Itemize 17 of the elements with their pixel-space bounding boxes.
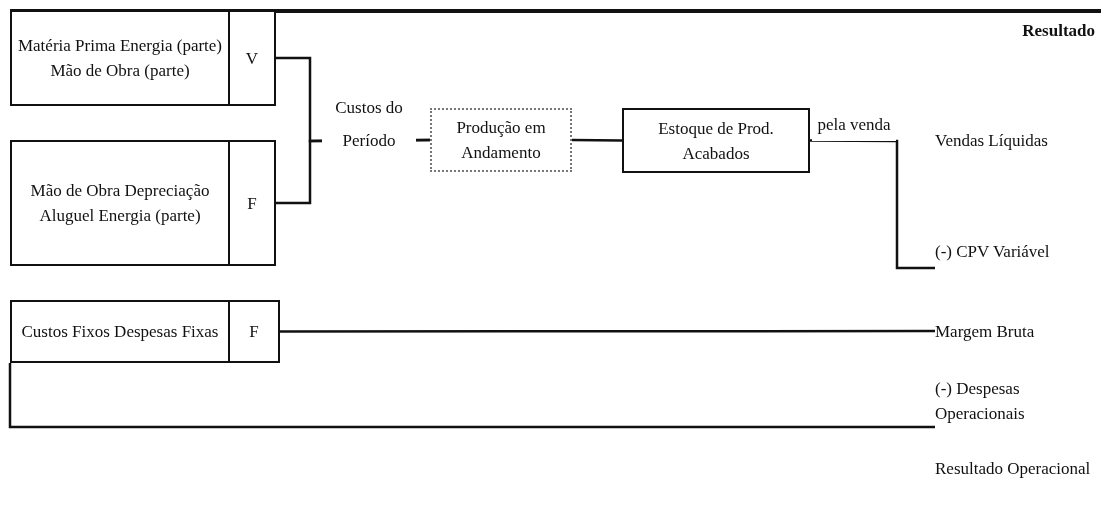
result-line-text: Margem Bruta	[935, 318, 1097, 344]
process-box: Produção em Andamento	[430, 108, 572, 172]
cost-type-cell: V	[228, 10, 276, 106]
column-heading: Resultado	[1021, 20, 1095, 42]
process-box: Estoque de Prod. Acabados	[622, 108, 810, 173]
cost-item-box: Custos Fixos Despesas Fixas	[10, 300, 230, 363]
connector-line	[572, 138, 622, 142]
connector-line	[8, 363, 935, 429]
result-line-text: (-) Despesas Operacionais	[935, 374, 1097, 427]
cost-item-box: Matéria Prima Energia (parte) Mão de Obra (parte)	[10, 10, 230, 106]
result-line-text: (-) CPV Variável	[935, 234, 1097, 268]
connector-line	[280, 329, 935, 333]
result-line-text: Vendas Líquidas	[935, 130, 1049, 152]
cost-type-cell: F	[228, 300, 280, 363]
cost-item-box: Mão de Obra Depreciação Aluguel Energia (parte)	[10, 140, 230, 266]
result-line-text: Resultado Operacional	[935, 458, 1092, 480]
cost-type-cell: F	[228, 140, 276, 266]
